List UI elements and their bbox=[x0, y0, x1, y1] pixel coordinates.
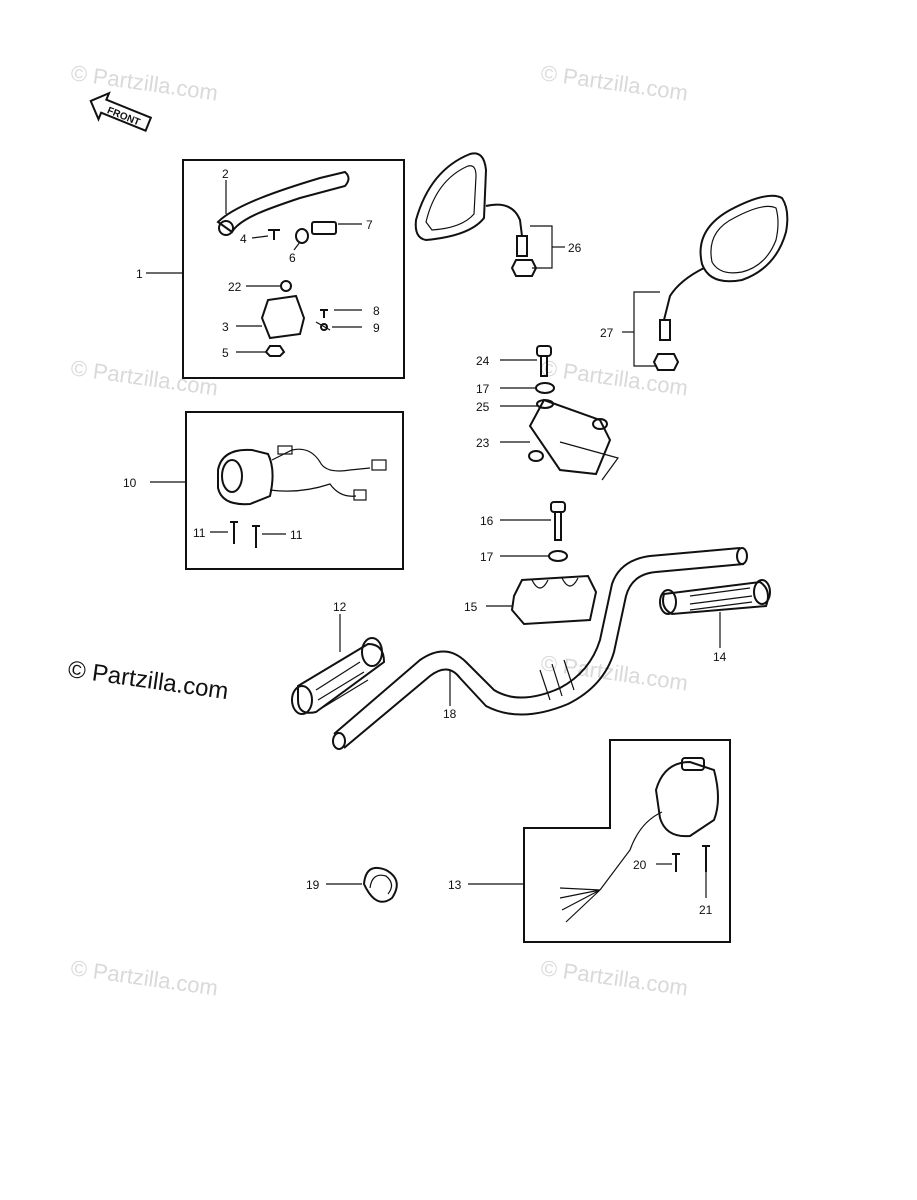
left-switch-box bbox=[185, 411, 404, 570]
right-mirror bbox=[652, 194, 789, 371]
callout-25: 25 bbox=[476, 400, 490, 414]
callout-17-top: 17 bbox=[476, 382, 490, 396]
small-screw-8 bbox=[320, 309, 328, 318]
screw-20 bbox=[672, 853, 680, 872]
left-mirror bbox=[414, 152, 538, 277]
callout-4: 4 bbox=[240, 232, 247, 246]
callout-19: 19 bbox=[306, 878, 320, 892]
callout-9: 9 bbox=[373, 321, 380, 335]
callout-17-bottom: 17 bbox=[480, 550, 494, 564]
callout-12: 12 bbox=[333, 600, 347, 614]
callout-27: 27 bbox=[600, 326, 614, 340]
callout-24: 24 bbox=[476, 354, 490, 368]
callout-8: 8 bbox=[373, 304, 380, 318]
right-switch-box bbox=[523, 739, 731, 943]
right-grip-throttle bbox=[659, 579, 771, 616]
callout-26: 26 bbox=[568, 241, 582, 255]
holder-nut bbox=[264, 345, 286, 357]
switch-screw-left bbox=[230, 521, 238, 544]
callout-20: 20 bbox=[633, 858, 647, 872]
watermark-5: © Partzilla.com bbox=[539, 650, 689, 695]
lever-holder bbox=[260, 280, 331, 340]
left-switch-housing bbox=[217, 445, 387, 506]
front-arrow-icon: FRONT bbox=[89, 91, 153, 132]
callout-labels: 1 2 3 4 5 6 7 8 9 22 10 11 11 26 27 24 1… bbox=[123, 167, 727, 917]
callout-10: 10 bbox=[123, 476, 137, 490]
callout-11-right: 11 bbox=[290, 528, 303, 542]
left-grip bbox=[291, 637, 386, 715]
watermarks: © Partzilla.com © Partzilla.com © Partzi… bbox=[69, 60, 689, 1000]
bolt-24 bbox=[536, 345, 552, 377]
washer-17-top bbox=[535, 382, 555, 394]
callout-11-left: 11 bbox=[193, 526, 206, 540]
watermark-1: © Partzilla.com bbox=[69, 60, 219, 105]
adjuster-bolt bbox=[295, 221, 337, 244]
callout-18: 18 bbox=[443, 707, 457, 721]
callout-7: 7 bbox=[366, 218, 373, 232]
callout-21: 21 bbox=[699, 903, 713, 917]
watermark-7: © Partzilla.com bbox=[539, 955, 689, 1000]
washer-9 bbox=[320, 323, 328, 331]
callout-16: 16 bbox=[480, 514, 494, 528]
right-switch-housing bbox=[559, 757, 719, 923]
lever-assembly-box bbox=[182, 159, 405, 379]
watermark-2: © Partzilla.com bbox=[539, 60, 689, 105]
callout-3: 3 bbox=[222, 320, 229, 334]
callout-22: 22 bbox=[228, 280, 242, 294]
callout-1: 1 bbox=[136, 267, 143, 281]
callout-6: 6 bbox=[289, 251, 296, 265]
clamp-15 bbox=[510, 574, 598, 626]
cable-clip bbox=[362, 866, 398, 903]
callout-15: 15 bbox=[464, 600, 478, 614]
lever-bolt bbox=[268, 229, 280, 240]
handlebar bbox=[332, 547, 748, 750]
callout-5: 5 bbox=[222, 346, 229, 360]
watermark-6: © Partzilla.com bbox=[69, 955, 219, 1000]
watermark-4: © Partzilla.com bbox=[539, 355, 689, 400]
callout-13: 13 bbox=[448, 878, 462, 892]
callout-23: 23 bbox=[476, 436, 490, 450]
callout-2: 2 bbox=[222, 167, 229, 181]
clutch-lever bbox=[216, 170, 350, 236]
bolt-16 bbox=[550, 501, 566, 541]
bracket-23 bbox=[528, 398, 619, 481]
callout-14: 14 bbox=[713, 650, 727, 664]
washer-17-bottom bbox=[548, 550, 568, 562]
screw-21 bbox=[702, 845, 710, 872]
switch-screw-right bbox=[252, 525, 260, 548]
